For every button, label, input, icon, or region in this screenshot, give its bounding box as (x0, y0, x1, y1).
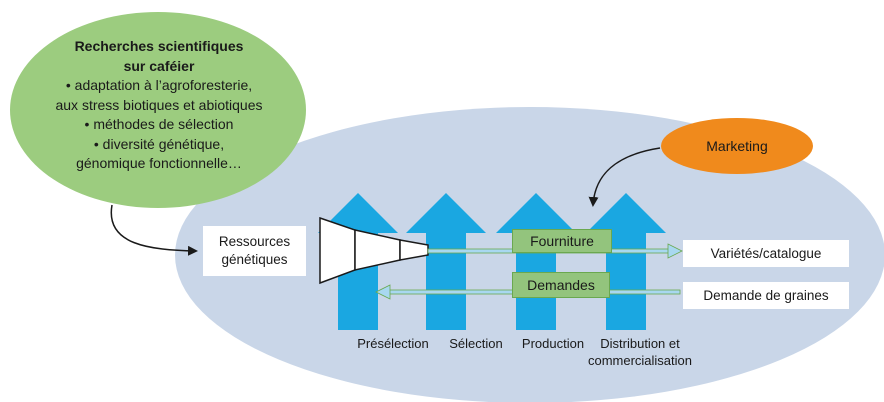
research-title-line2: sur caféier (123, 57, 195, 74)
stage-label-selection: Sélection (449, 336, 503, 351)
research-bullet-3-cont: génomique fonctionnelle… (76, 155, 242, 171)
research-bullet-3: • diversité génétique, (93, 135, 225, 152)
research-to-resources-arrow (110, 204, 198, 256)
stage-label-preselection: Présélection (357, 336, 429, 351)
marketing-label: Marketing (706, 138, 768, 154)
selection-stage-arrow (406, 193, 486, 330)
research-title-line1: Recherches scientifiques (74, 38, 244, 54)
stage-label-distribution-line1: Distribution et (600, 336, 680, 351)
stage-label-distribution: Distribution et commercialisation (582, 335, 698, 369)
supply-label: Fourniture (512, 229, 612, 253)
supply-flow-arrowhead (667, 243, 683, 259)
demands-label: Demandes (512, 272, 610, 298)
stage-label-production: Production (521, 336, 585, 351)
genetic-resources-line1: Ressources (218, 234, 291, 249)
genetic-resources-line2: génétiques (221, 252, 288, 267)
marketing-to-chain-arrow (588, 147, 661, 207)
seed-demand-box: Demande de graines (683, 282, 849, 309)
genetic-resources-box: Ressources génétiques (203, 226, 306, 276)
research-bullet-1-cont: aux stress biotiques et abiotiques (55, 96, 263, 113)
research-bullet-1: • adaptation à l’agroforesterie, (65, 77, 253, 93)
stage-label-distribution-line2: commercialisation (587, 353, 693, 368)
research-ellipse (10, 12, 306, 208)
demand-flow-arrowhead (375, 284, 391, 300)
research-bullet-2: • méthodes de sélection (84, 116, 234, 132)
funnel-tip-segment (399, 239, 429, 261)
varieties-catalog-box: Variétés/catalogue (683, 240, 849, 267)
marketing-ellipse (661, 118, 813, 174)
research-description: Recherches scientifiques sur caféier • a… (18, 37, 300, 174)
